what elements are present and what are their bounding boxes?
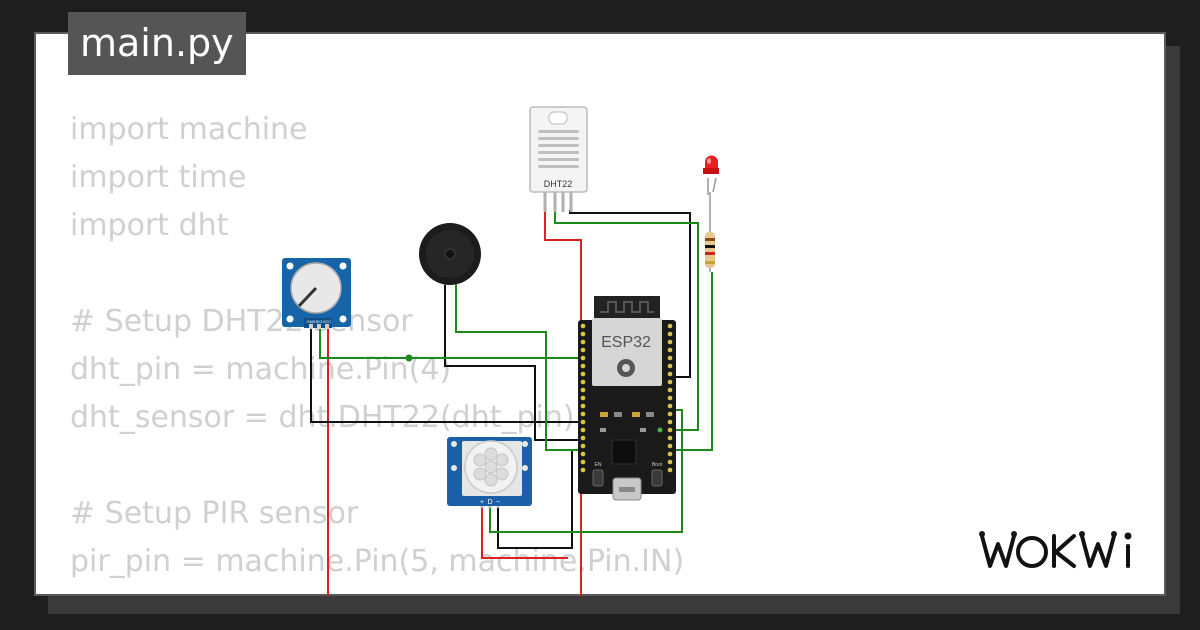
- wire-green-dht-data: [554, 210, 699, 431]
- wire-red-dht-vcc: [544, 210, 582, 596]
- wire-black-buzzer: [444, 283, 583, 441]
- wokwi-logo: [979, 531, 1132, 568]
- pot-pin-gnd: GND: [307, 319, 316, 324]
- code-line: # Setup PIR sensor: [70, 496, 359, 531]
- pir-sensor[interactable]: + D −: [447, 437, 532, 508]
- resistor[interactable]: [705, 192, 715, 272]
- code-line: import dht: [70, 208, 229, 243]
- dht22-label: DHT22: [544, 179, 573, 189]
- dht22-sensor[interactable]: DHT22: [529, 106, 588, 212]
- buzzer[interactable]: [419, 223, 481, 285]
- en-button: [592, 469, 604, 487]
- wire-junction: [405, 354, 413, 362]
- potentiometer[interactable]: GND SIG VCC: [282, 258, 351, 329]
- wire-green-buzzer: [455, 283, 583, 451]
- dht22-grille: [538, 130, 579, 168]
- boot-button: [651, 469, 663, 487]
- esp32-en-label: EN: [595, 462, 602, 468]
- esp32-right-pins: [667, 323, 673, 473]
- wire-green-pot-sig: [319, 328, 583, 359]
- usb-uart-chip: [611, 439, 637, 465]
- wire-red-pir-vcc: [481, 506, 568, 559]
- pot-pin-sig: SIG: [316, 319, 323, 324]
- file-tab-label: main.py: [80, 21, 234, 65]
- code-line: dht_sensor = dht.DHT22(dht_pin): [70, 400, 575, 435]
- power-led: [657, 427, 663, 433]
- pir-pin-data: D: [487, 499, 492, 506]
- pot-pin-vcc: VCC: [323, 319, 332, 324]
- esp32-left-pins: [580, 323, 586, 473]
- esp32-boot-label: Boot: [652, 462, 663, 468]
- wire-black-pot-gnd: [310, 328, 583, 423]
- pir-pin-vcc: +: [480, 499, 484, 506]
- wires: [310, 210, 713, 596]
- wire-green-pir-data: [489, 409, 683, 533]
- esp32-board[interactable]: ESP32: [578, 296, 676, 501]
- code-line: import time: [70, 160, 247, 195]
- code-line: import machine: [70, 112, 308, 147]
- file-tab[interactable]: main.py: [68, 12, 246, 75]
- red-led[interactable]: [703, 155, 719, 195]
- esp32-label: ESP32: [601, 334, 651, 351]
- pir-pin-gnd: −: [496, 499, 500, 506]
- esp32-module: [592, 318, 662, 386]
